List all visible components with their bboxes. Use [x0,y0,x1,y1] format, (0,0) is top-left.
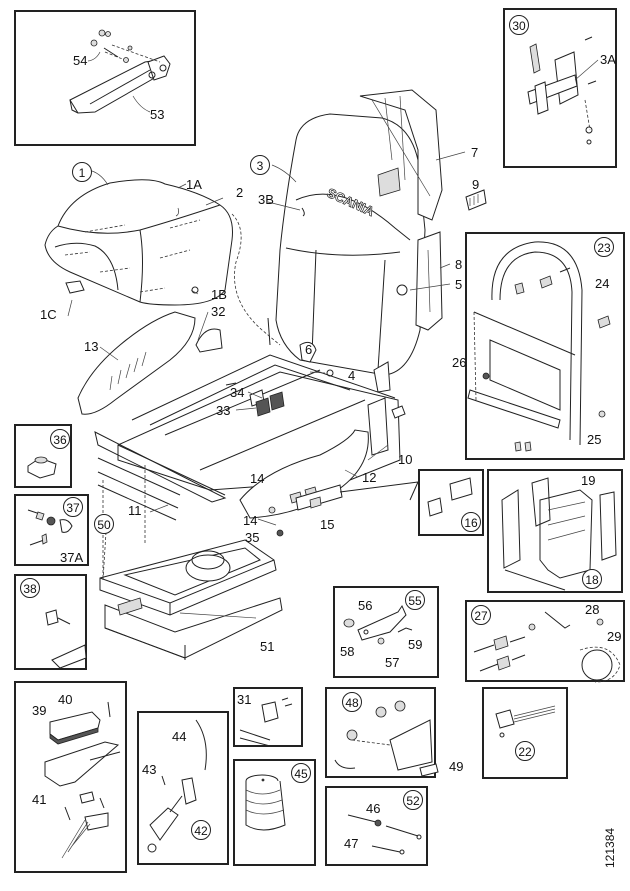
label-51: 51 [260,639,275,654]
label-16: 16 [461,512,481,532]
kit-38-part [45,609,87,669]
seat-cushion-part [44,179,281,346]
part-9 [465,189,487,211]
kit-37-part [27,509,73,546]
label-28: 28 [585,602,600,617]
label-19: 19 [581,473,596,488]
label-46: 46 [366,801,381,816]
label-15: 15 [320,517,335,532]
label-12: 12 [362,470,377,485]
kit-22-part [495,705,556,738]
kit-16-part [339,477,473,517]
label-14b: 14 [243,513,258,528]
label-1B: 1B [211,287,227,302]
label-37: 37 [63,497,83,517]
suspension-part [99,465,283,660]
label-48: 48 [342,692,362,712]
label-39: 39 [32,703,47,718]
label-42: 42 [191,820,211,840]
label-3B: 3B [258,192,274,207]
label-55: 55 [405,590,425,610]
kit-48-part [334,700,439,777]
kit-31-part [239,697,293,747]
label-44: 44 [172,729,187,744]
kit-52-part [347,814,422,855]
label-26: 26 [452,355,467,370]
label-23: 23 [594,237,614,257]
label-40: 40 [58,692,73,707]
kit-19-part [501,477,617,591]
kit-39-part [44,701,121,859]
inset-kit-27 [465,600,625,682]
label-43: 43 [142,762,157,777]
label-33: 33 [216,403,231,418]
label-45: 45 [291,763,311,783]
inset-kit-23 [465,232,625,460]
label-5: 5 [455,277,463,292]
label-25: 25 [587,432,602,447]
label-7: 7 [471,145,479,160]
label-52: 52 [403,790,423,810]
label-18: 18 [582,569,602,589]
label-37A: 37A [60,550,84,565]
label-24: 24 [595,276,610,291]
seat-back-part [275,89,443,393]
kit-55-part [343,604,413,645]
label-34: 34 [230,385,245,400]
label-32: 32 [211,304,226,319]
label-54: 54 [73,53,88,68]
label-11: 11 [128,503,142,518]
label-4: 4 [348,368,356,383]
inset-kit-22 [482,687,568,779]
label-10: 10 [398,452,413,467]
label-31: 31 [237,692,252,707]
document-number: 121384 [603,827,617,868]
label-35: 35 [245,530,260,545]
kit-27-part [473,611,621,683]
label-29: 29 [607,629,622,644]
kit-45-part [245,774,286,831]
label-41: 41 [32,792,47,807]
leader-lines [67,151,466,619]
label-59: 59 [408,637,423,652]
label-1: 1 [72,162,92,182]
kit-42-part [147,719,207,853]
label-2: 2 [236,185,244,200]
label-8: 8 [455,257,463,272]
kit-23-part [467,241,611,452]
label-36: 36 [50,429,70,449]
label-6: 6 [305,342,313,357]
label-53: 53 [150,107,165,122]
label-47: 47 [344,836,359,851]
label-58: 58 [340,644,355,659]
label-1C: 1C [40,307,57,322]
label-38: 38 [20,578,40,598]
armrest-part [69,29,171,114]
label-56: 56 [358,598,373,613]
label-27: 27 [471,605,491,625]
label-50: 50 [94,514,114,534]
label-3A: 3A [600,52,616,67]
label-22: 22 [515,741,535,761]
seat-frame-part [77,311,406,537]
label-14a: 14 [250,471,265,486]
kit-36-part [27,456,57,479]
label-3: 3 [250,155,270,175]
label-57: 57 [385,655,400,670]
label-13: 13 [84,339,99,354]
label-30: 30 [509,15,529,35]
kit-30-part [527,36,599,145]
label-49: 49 [449,759,464,774]
label-1A: 1A [186,177,202,192]
label-9: 9 [472,177,480,192]
